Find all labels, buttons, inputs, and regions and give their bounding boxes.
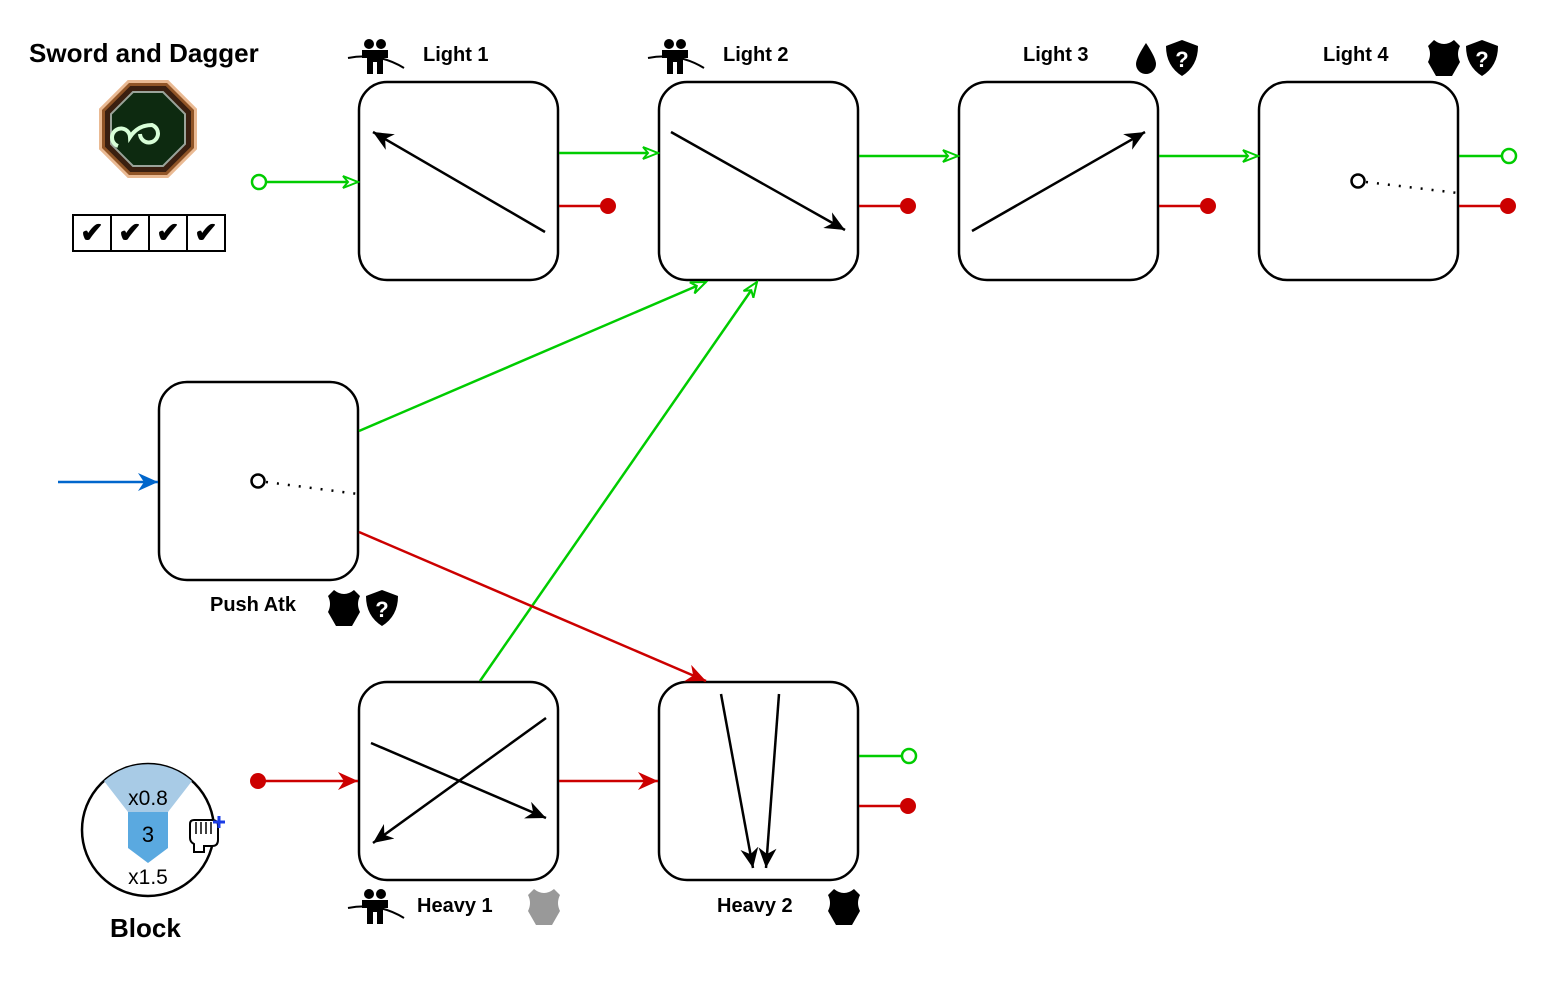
block-label: Block [110, 913, 181, 943]
heavy-out-port-light4[interactable] [1500, 198, 1516, 214]
label-light3: Light 3 [1023, 44, 1089, 66]
label-heavy1: Heavy 1 [417, 895, 493, 917]
block-bottom-multiplier: x1.5 [128, 866, 168, 889]
check-box-4[interactable]: ✔ [186, 214, 226, 252]
block-dial: x0.8 3 x1.5 [80, 762, 216, 898]
heavy-out-port-heavy2[interactable] [900, 798, 916, 814]
check-box-3[interactable]: ✔ [148, 214, 188, 252]
edge-heavy1-light2 [478, 282, 757, 682]
motion-arrow-light3 [971, 130, 1146, 233]
heavy-out-port-light3[interactable] [1200, 198, 1216, 214]
motion-arrow-light2 [670, 130, 846, 232]
start-light-port[interactable] [250, 173, 268, 191]
thrust-origin-push [250, 473, 266, 489]
fist-plus-icon [189, 816, 225, 853]
weapon-emblem [99, 80, 197, 178]
block-shield-shape [128, 812, 168, 863]
light-out-port-light4[interactable] [1500, 147, 1518, 165]
thrust-dotted-light4 [1365, 180, 1459, 195]
light-out-port-heavy2[interactable] [900, 747, 918, 765]
check-box-2[interactable]: ✔ [110, 214, 150, 252]
edge-push-light2 [358, 280, 706, 433]
label-light4: Light 4 [1323, 44, 1389, 66]
heavy-out-port-light2[interactable] [900, 198, 916, 214]
check-box-1[interactable]: ✔ [72, 214, 112, 252]
motion-arrow-heavy2-a [719, 693, 759, 869]
thrust-origin-light4 [1350, 173, 1366, 189]
label-light1: Light 1 [423, 44, 489, 66]
thrust-dotted-push [265, 480, 359, 496]
label-light2: Light 2 [723, 44, 789, 66]
heavy-out-port-light1[interactable] [600, 198, 616, 214]
weapon-title: Sword and Dagger [29, 38, 259, 68]
edge-push-heavy2 [358, 530, 707, 683]
label-heavy2: Heavy 2 [717, 895, 793, 917]
node-box-heavy2[interactable] [657, 680, 860, 882]
start-heavy-port[interactable] [250, 773, 266, 789]
block-top-multiplier: x0.8 [128, 787, 168, 810]
label-push: Push Atk [210, 594, 296, 616]
motion-arrow-heavy1-b [372, 716, 547, 845]
block-top-band [104, 764, 192, 812]
block-value: 3 [142, 822, 154, 847]
motion-arrow-heavy2-b [758, 693, 781, 869]
motion-arrow-light1 [372, 130, 546, 234]
checkbox-row: ✔ ✔ ✔ ✔ [72, 214, 226, 252]
